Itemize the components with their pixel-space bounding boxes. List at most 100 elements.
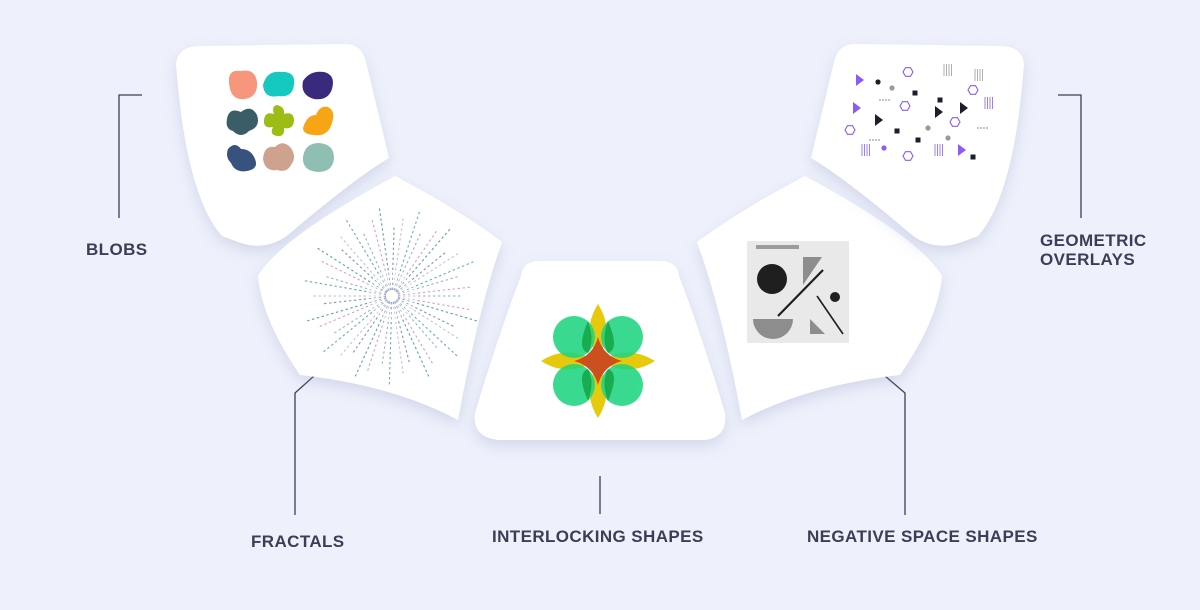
fractal-dash <box>424 311 427 314</box>
fractal-dash <box>424 334 428 337</box>
fractal-dash <box>400 280 403 284</box>
fractal-dash <box>414 316 417 320</box>
fractal-dash <box>434 345 438 349</box>
fractal-dash <box>365 315 369 318</box>
fractal-dash <box>363 277 367 280</box>
fractal-dash <box>403 340 405 343</box>
fractal-dash <box>371 220 374 223</box>
fractal-dash <box>384 291 388 294</box>
fractal-dash <box>402 298 405 301</box>
fractal-dash <box>413 309 417 312</box>
fractal-dash <box>372 274 376 277</box>
fractal-dash <box>361 307 364 310</box>
fractal-dash <box>363 355 366 359</box>
fractal-dash <box>357 278 360 281</box>
fractal-dash <box>428 251 431 255</box>
fractal-dash <box>355 284 358 287</box>
fractal-dash <box>434 276 437 279</box>
fractal-dash <box>353 232 356 236</box>
fractal-dash <box>380 288 383 291</box>
fractal-dash <box>412 289 415 291</box>
geometric-mark <box>894 128 900 134</box>
fractal-dash <box>338 328 341 331</box>
fractal-dash <box>381 314 384 318</box>
fractal-dash <box>422 347 426 351</box>
fractal-dash <box>376 304 379 307</box>
fractal-dash <box>408 359 410 363</box>
fractal-dash <box>432 333 436 336</box>
fractal-dash <box>404 323 407 327</box>
fractal-dash <box>363 269 366 273</box>
fractal-dash <box>408 240 411 243</box>
fractal-dash <box>416 287 420 290</box>
fractal-dash <box>346 330 349 334</box>
fractal-dash <box>369 325 373 328</box>
fractal-dash <box>426 284 429 287</box>
fractal-dash <box>383 263 385 267</box>
fractal-dash <box>400 330 403 334</box>
fractal-dash <box>443 343 447 347</box>
fractal-dash <box>396 278 399 281</box>
fractal-dash <box>401 264 403 267</box>
fractal-dash <box>409 283 412 285</box>
fractal-dash <box>415 322 418 326</box>
fractal-dash <box>370 285 374 288</box>
fractal-dash <box>410 326 413 330</box>
fractal-dash <box>354 324 357 328</box>
fractal-dash <box>397 305 400 308</box>
fractal-dash <box>420 282 423 285</box>
fractal-dash <box>356 255 360 258</box>
fractal-dash <box>378 283 381 286</box>
fractal-dash <box>393 287 395 291</box>
fractal-dash <box>403 276 406 279</box>
fractal-dash <box>412 342 415 345</box>
blob-shape <box>228 70 258 100</box>
fractal-dash <box>386 283 388 287</box>
fractal-dash <box>399 325 401 329</box>
fractal-dash <box>423 268 426 271</box>
fractal-dash <box>417 339 420 343</box>
fractal-dash <box>369 301 372 303</box>
fractal-dash <box>461 265 465 268</box>
fractal-dash <box>425 352 428 355</box>
label-geometric-line2: OVERLAYS <box>1040 250 1136 269</box>
fractal-dash <box>375 234 378 238</box>
fractal-dash <box>335 311 339 313</box>
fractal-dash <box>394 301 396 304</box>
fractal-dash <box>327 346 330 350</box>
fractal-dash <box>379 289 383 292</box>
fractal-dash <box>400 314 403 318</box>
fractal-dash <box>358 321 361 324</box>
fractal-dash <box>429 278 433 281</box>
fractal-dash <box>341 249 344 252</box>
fractal-dash <box>375 287 378 290</box>
fractal-dash <box>370 358 373 362</box>
fractal-dash <box>440 309 444 312</box>
fractal-dash <box>367 346 370 350</box>
fractal-dash <box>371 337 374 341</box>
fractal-dash <box>418 211 420 215</box>
fractal-dash <box>444 232 448 236</box>
fractal-dash <box>374 300 377 302</box>
geometric-mark <box>861 144 870 156</box>
fractal-dash <box>375 317 378 320</box>
fractal-dash <box>344 252 348 256</box>
fractal-dash <box>411 277 415 280</box>
geometric-mark <box>912 90 918 96</box>
fractal-dash <box>359 304 363 306</box>
fractal-dash <box>410 235 413 239</box>
fractal-dash <box>364 249 367 253</box>
fractal-dash <box>317 247 320 250</box>
geometric-mark <box>902 67 914 77</box>
fractal-dash <box>356 262 359 266</box>
fractal-dash <box>338 337 342 340</box>
fractal-dash <box>410 313 414 316</box>
fractal-dash <box>385 290 388 293</box>
fractal-dash <box>384 304 387 308</box>
fractal-dash <box>376 278 379 281</box>
fractal-dash <box>359 330 363 333</box>
geometric-mark <box>935 106 943 118</box>
fractal-dash <box>353 251 356 255</box>
fractal-dash <box>384 315 386 319</box>
geometric-mark <box>960 102 968 114</box>
